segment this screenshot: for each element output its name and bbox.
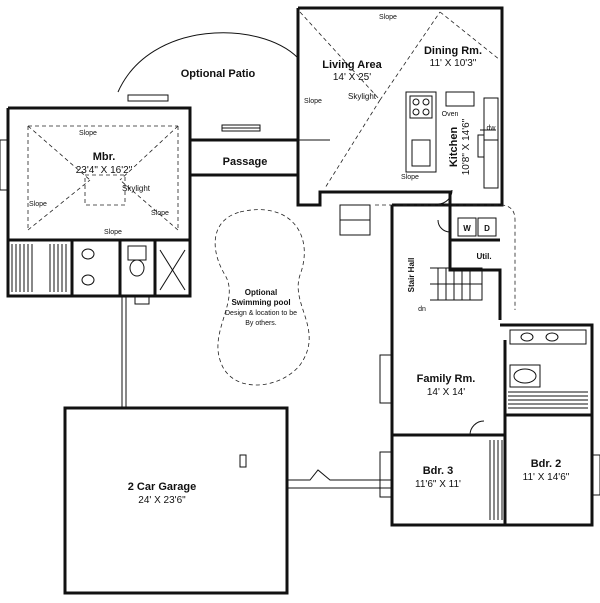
mbr-dim: 23'4" X 16'2" bbox=[76, 165, 133, 176]
bdr3-dim: 11'6" X 11' bbox=[415, 479, 461, 490]
washer-label: W bbox=[463, 224, 471, 233]
pool-line-1: Optional bbox=[245, 288, 277, 297]
oven-label: Oven bbox=[442, 111, 459, 118]
pool-line-4: By others. bbox=[245, 320, 277, 327]
living-skylight: Skylight bbox=[348, 92, 377, 101]
stair-hall-block bbox=[339, 203, 516, 320]
living-name: Living Area bbox=[322, 59, 382, 71]
dining-dim: 11' X 10'3" bbox=[430, 58, 477, 69]
slope-4: Slope bbox=[79, 130, 97, 137]
garage-block bbox=[63, 296, 289, 595]
garage-dim: 24' X 23'6" bbox=[138, 495, 186, 506]
util-name: Util. bbox=[476, 252, 491, 261]
dw-label: dw bbox=[487, 125, 497, 132]
passage-name: Passage bbox=[223, 156, 268, 168]
breezeway bbox=[287, 469, 392, 489]
slope-5: Slope bbox=[29, 201, 47, 208]
slope-1: Slope bbox=[379, 14, 397, 21]
bdr3-name: Bdr. 3 bbox=[423, 465, 454, 477]
passage-block bbox=[190, 124, 300, 205]
living-dining-kitchen-block bbox=[296, 6, 504, 207]
slope-3: Slope bbox=[401, 174, 419, 181]
bdr2-name: Bdr. 2 bbox=[531, 458, 562, 470]
down-label: dn bbox=[418, 306, 426, 313]
garage-name: 2 Car Garage bbox=[128, 481, 196, 493]
family-dim: 14' X 14' bbox=[427, 387, 465, 398]
pool-line-3: Design & location to be bbox=[225, 310, 297, 317]
pool-outline bbox=[214, 209, 310, 386]
patio-outline bbox=[117, 32, 299, 93]
master-bath-block bbox=[6, 240, 192, 305]
pool-line-2: Swimming pool bbox=[231, 298, 290, 307]
kitchen-dim: 10'8" X 14'6" bbox=[461, 118, 472, 175]
dryer-label: D bbox=[484, 224, 490, 233]
mbr-skylight: Skylight bbox=[122, 184, 151, 193]
slope-2: Slope bbox=[304, 98, 322, 105]
slope-6: Slope bbox=[151, 210, 169, 217]
kitchen-name: Kitchen bbox=[448, 127, 460, 168]
slope-7: Slope bbox=[104, 229, 122, 236]
patio-label: Optional Patio bbox=[181, 68, 256, 80]
bdr2-dim: 11' X 14'6" bbox=[523, 472, 570, 483]
stair-hall-name: Stair Hall bbox=[407, 258, 416, 293]
family-name: Family Rm. bbox=[417, 373, 476, 385]
family-bedroom-wing bbox=[379, 320, 600, 527]
mbr-name: Mbr. bbox=[93, 151, 116, 163]
living-dim: 14' X 25' bbox=[333, 72, 371, 83]
dining-name: Dining Rm. bbox=[424, 45, 482, 57]
